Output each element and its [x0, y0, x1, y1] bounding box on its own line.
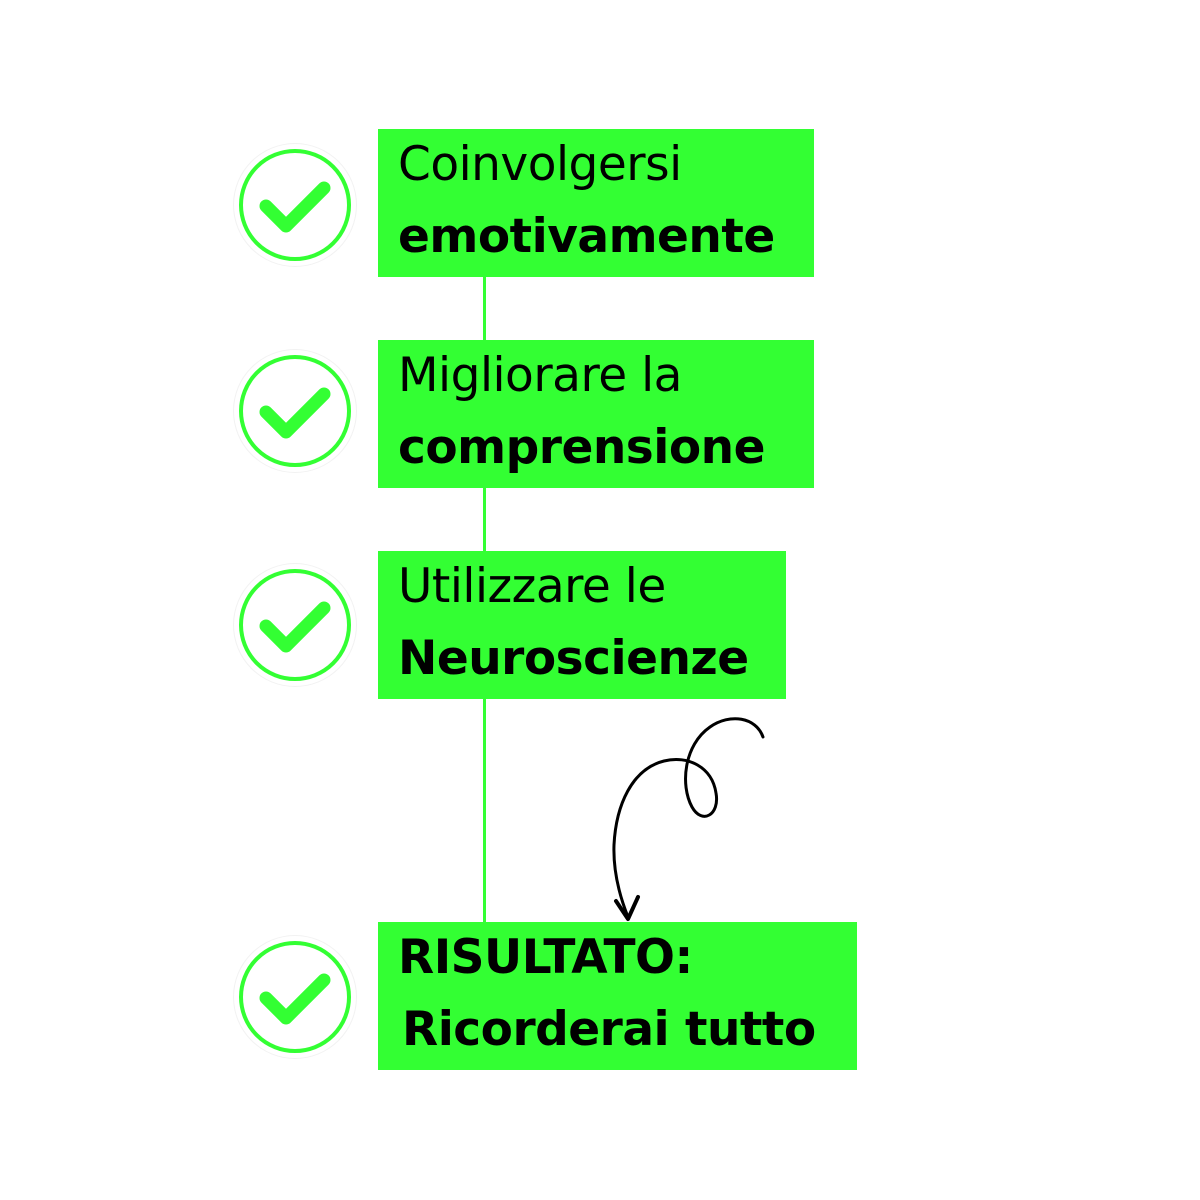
connector-line-1 — [483, 277, 486, 341]
check-circle-1 — [234, 144, 356, 266]
step-box-3: Utilizzare le Neuroscienze — [378, 551, 786, 699]
step-2-line2: comprensione — [398, 420, 766, 475]
step-1-line1: Coinvolgersi — [398, 137, 682, 192]
check-circle-3 — [234, 564, 356, 686]
step-3-line1: Utilizzare le — [398, 559, 666, 614]
step-3-line2: Neuroscienze — [398, 631, 749, 686]
result-line2: Ricorderai tutto — [402, 1002, 816, 1057]
check-circle-2 — [234, 350, 356, 472]
check-icon — [239, 355, 351, 467]
step-1-line2: emotivamente — [398, 209, 775, 264]
check-circle-result — [234, 936, 356, 1058]
result-line1: RISULTATO: — [398, 930, 693, 985]
step-box-1: Coinvolgersi emotivamente — [378, 129, 814, 277]
step-2-line1: Migliorare la — [398, 348, 682, 403]
step-box-2: Migliorare la comprensione — [378, 340, 814, 488]
check-icon — [239, 569, 351, 681]
check-icon — [239, 149, 351, 261]
curly-arrow-icon — [612, 717, 765, 921]
result-box: RISULTATO: Ricorderai tutto — [378, 922, 857, 1070]
connector-line-3 — [483, 699, 486, 923]
check-icon — [239, 941, 351, 1053]
connector-line-2 — [483, 488, 486, 552]
